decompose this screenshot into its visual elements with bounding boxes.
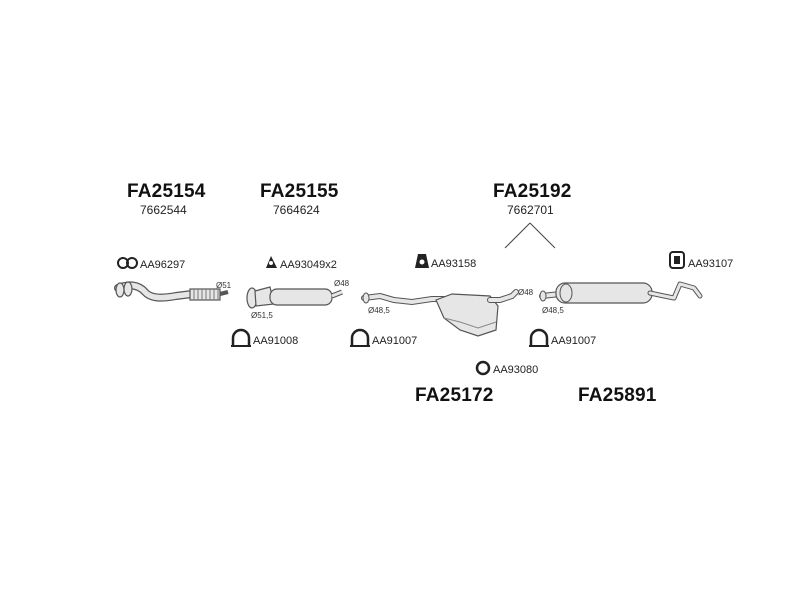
catalyst-pipe-drawing[interactable] xyxy=(246,286,343,309)
label-clamp-1[interactable]: AA91008 xyxy=(253,335,299,347)
part-code-silencer-set[interactable]: FA25192 xyxy=(493,181,572,202)
oem-number-front-pipe: 7662544 xyxy=(140,203,187,217)
front-pipe-drawing[interactable] xyxy=(114,281,229,302)
bracket-line-left xyxy=(504,222,531,249)
dim-rear-inlet: Ø48,5 xyxy=(542,306,564,315)
rubber-mount-rear-icon[interactable] xyxy=(669,251,685,269)
label-clamp-front[interactable]: AA96297 xyxy=(140,259,186,271)
dim-front-pipe-outlet: Ø51 xyxy=(216,281,232,290)
dim-middle-inlet: Ø48,5 xyxy=(368,306,390,315)
label-clamp-3[interactable]: AA91007 xyxy=(551,335,597,347)
part-code-middle-silencer[interactable]: FA25172 xyxy=(415,385,494,406)
oem-number-catalyst-pipe: 7664624 xyxy=(273,203,320,217)
rear-silencer-drawing[interactable] xyxy=(539,281,703,304)
dim-catalyst-outlet: Ø48 xyxy=(334,279,350,288)
double-ring-clamp-icon[interactable] xyxy=(117,257,138,269)
label-rubber-mount-rear[interactable]: AA93107 xyxy=(688,258,734,270)
label-hanger[interactable]: AA93049x2 xyxy=(280,259,337,271)
oem-number-silencer-set: 7662701 xyxy=(507,203,554,217)
dim-catalyst-inlet: Ø51,5 xyxy=(251,311,273,320)
dim-middle-outlet: Ø48 xyxy=(518,288,534,297)
part-code-catalyst-pipe[interactable]: FA25155 xyxy=(260,181,339,202)
u-clamp-icon-2[interactable] xyxy=(350,328,370,347)
middle-silencer-drawing[interactable] xyxy=(361,289,519,337)
rubber-mount-icon[interactable] xyxy=(415,254,429,268)
u-clamp-icon-3[interactable] xyxy=(529,328,549,347)
label-clamp-2[interactable]: AA91007 xyxy=(372,335,418,347)
bracket-line-right xyxy=(529,222,556,249)
part-code-front-pipe[interactable]: FA25154 xyxy=(127,181,206,202)
u-clamp-icon-1[interactable] xyxy=(231,328,251,347)
hanger-icon[interactable] xyxy=(266,256,277,268)
label-ring[interactable]: AA93080 xyxy=(493,364,539,376)
part-code-rear-silencer[interactable]: FA25891 xyxy=(578,385,657,406)
sealing-ring-icon[interactable] xyxy=(475,360,491,376)
label-rubber-mount-mid[interactable]: AA93158 xyxy=(431,258,477,270)
